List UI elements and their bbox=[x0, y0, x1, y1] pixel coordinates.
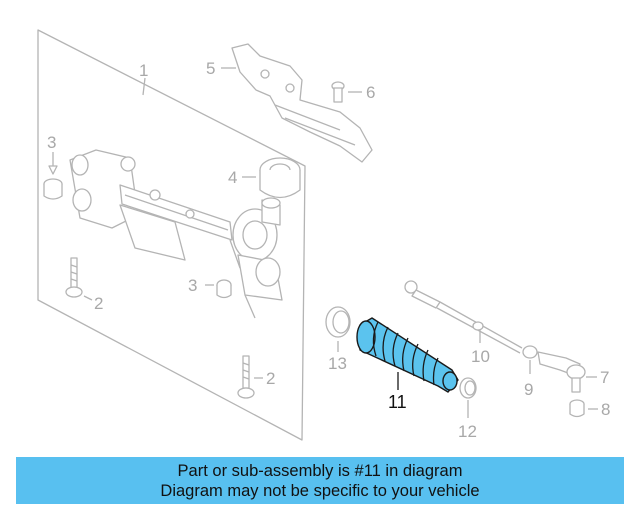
clamp-part-12 bbox=[459, 377, 477, 418]
callout-11: 11 bbox=[388, 392, 407, 412]
nut-part-8 bbox=[569, 399, 598, 418]
mount-part-4 bbox=[242, 157, 301, 199]
callout-3-lower: 3 bbox=[188, 276, 197, 295]
bolt-part-6 bbox=[331, 81, 362, 103]
boot-part-11 bbox=[356, 317, 459, 393]
banner-line-1: Part or sub-assembly is #11 in diagram bbox=[177, 462, 463, 480]
callout-8: 8 bbox=[601, 400, 610, 419]
bracket-part-5 bbox=[221, 43, 373, 163]
callout-2-lower: 2 bbox=[266, 369, 275, 388]
steering-rack bbox=[69, 149, 283, 319]
callout-10: 10 bbox=[471, 347, 490, 366]
tie-rod-part-10 bbox=[404, 280, 523, 354]
bushing-part-3-lower bbox=[205, 279, 232, 299]
info-banner: Part or sub-assembly is #11 in diagram D… bbox=[16, 457, 624, 504]
callout-3-upper: 3 bbox=[47, 133, 56, 152]
callout-6: 6 bbox=[366, 83, 375, 102]
clamp-part-13 bbox=[325, 306, 351, 352]
callout-2-upper: 2 bbox=[94, 294, 103, 313]
callout-5: 5 bbox=[206, 59, 215, 78]
callout-4: 4 bbox=[228, 168, 237, 187]
bolt-part-2-lower bbox=[237, 355, 263, 399]
bushing-part-3-upper bbox=[43, 152, 63, 200]
callout-7: 7 bbox=[600, 368, 609, 387]
callout-1: 1 bbox=[139, 61, 148, 80]
tie-rod-end-part-7 bbox=[537, 351, 597, 393]
callout-12: 12 bbox=[458, 422, 477, 441]
bolt-part-2-upper bbox=[65, 257, 93, 301]
ring-part-9 bbox=[522, 345, 538, 374]
callout-9: 9 bbox=[524, 380, 533, 399]
callout-13: 13 bbox=[328, 354, 347, 373]
banner-line-2: Diagram may not be specific to your vehi… bbox=[160, 482, 480, 500]
